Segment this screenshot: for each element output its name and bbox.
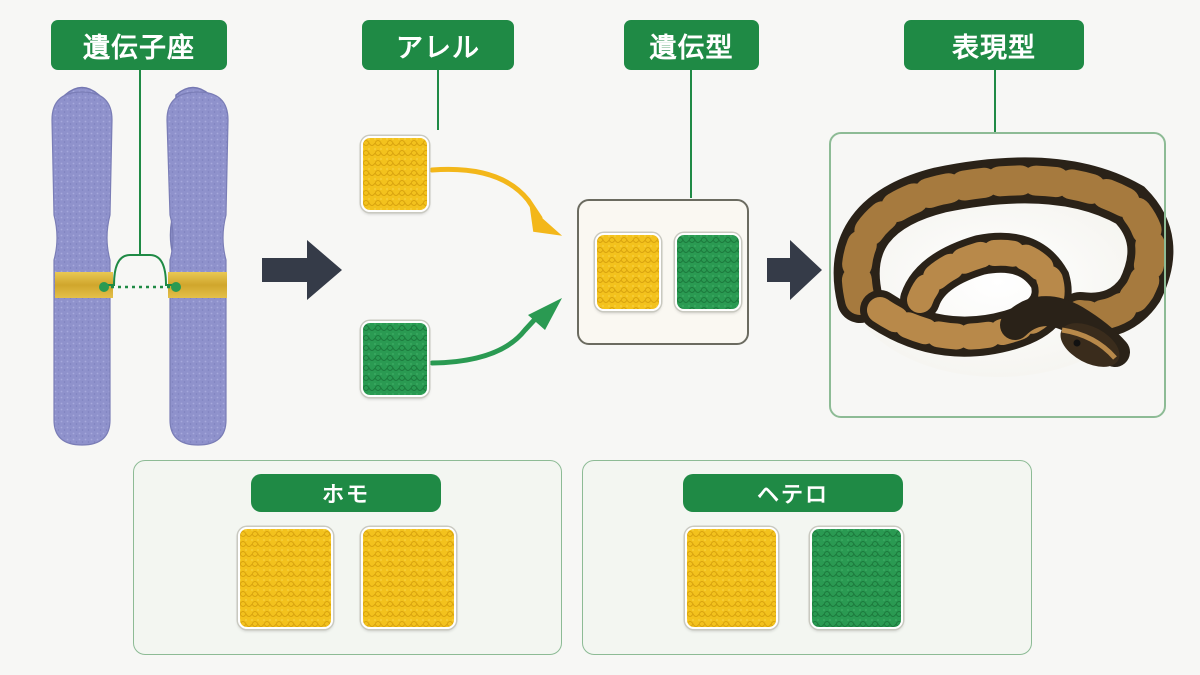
phenotype-box xyxy=(829,132,1166,418)
locus-label: 遺伝子座 xyxy=(51,20,227,70)
homo-yellow-tile-1 xyxy=(238,527,333,629)
chromosome-body-left xyxy=(51,91,113,446)
hetero-yellow-tile xyxy=(685,527,778,629)
chromosome-body-right xyxy=(166,91,229,446)
hetero-label: ヘテロ xyxy=(683,474,903,512)
allele-green-tile xyxy=(361,321,429,397)
arrow-right-icon-2 xyxy=(767,240,822,300)
hetero-green-tile xyxy=(810,527,903,629)
arrow-right-icon xyxy=(262,240,342,300)
ball-python-image xyxy=(833,157,1174,377)
allele-label: アレル xyxy=(362,20,514,70)
genotype-label: 遺伝型 xyxy=(624,20,759,70)
homo-label: ホモ xyxy=(251,474,441,512)
phenotype-label: 表現型 xyxy=(904,20,1084,70)
allele-yellow-tile xyxy=(361,136,429,212)
homo-yellow-tile-2 xyxy=(361,527,456,629)
genotype-yellow-tile xyxy=(595,233,661,311)
genotype-green-tile xyxy=(675,233,741,311)
